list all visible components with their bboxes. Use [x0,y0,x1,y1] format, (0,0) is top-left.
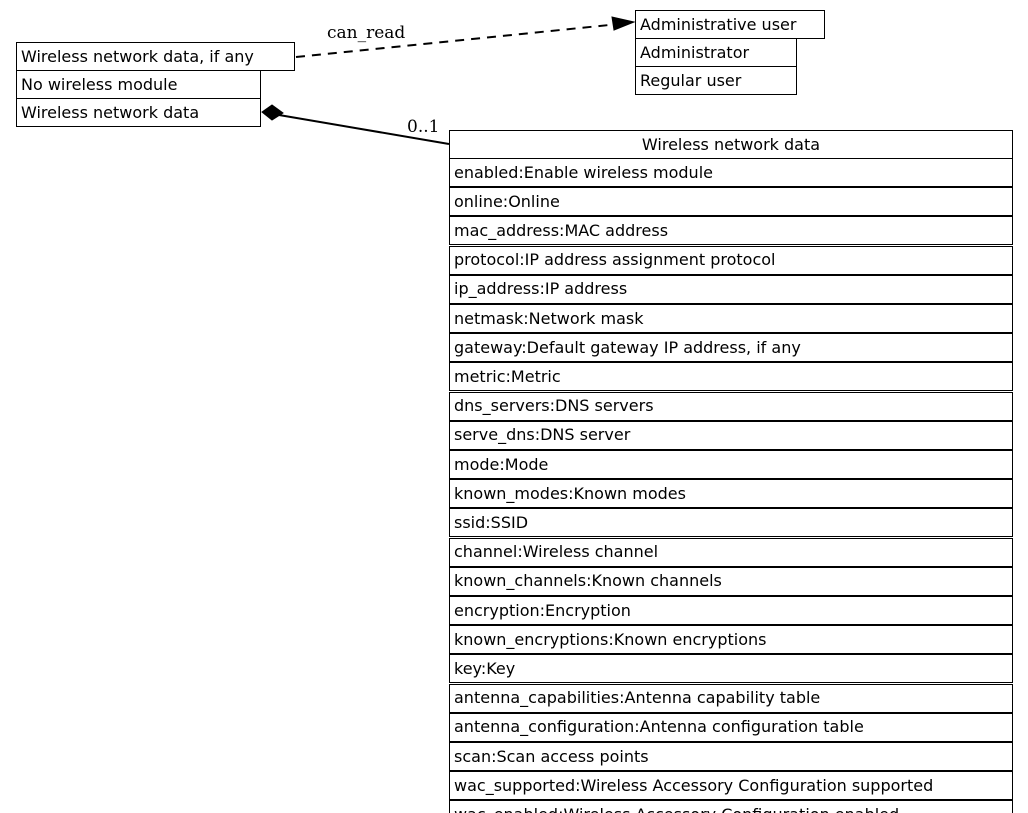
class-attribute-label: serve_dns:DNS server [454,425,631,445]
composition-diamond [261,104,284,121]
class-row-no-wireless-module[interactable]: No wireless module [16,70,261,99]
class-attribute-row[interactable]: dns_servers:DNS servers [449,391,1013,421]
class-attribute-label: antenna_configuration:Antenna configurat… [454,717,864,737]
class-row-regular-user[interactable]: Regular user [635,66,797,95]
class-attribute-row[interactable]: wac_supported:Wireless Accessory Configu… [449,771,1013,801]
class-attribute-label: key:Key [454,658,516,678]
can-read-arrowhead [611,16,636,31]
class-attribute-row[interactable]: serve_dns:DNS server [449,420,1013,450]
class-attribute-label: known_modes:Known modes [454,483,686,503]
class-attribute-row[interactable]: scan:Scan access points [449,742,1013,771]
class-attribute-row[interactable]: wac_enabled:Wireless Accessory Configura… [449,800,1013,813]
class-attribute-label: wac_enabled:Wireless Accessory Configura… [450,806,903,813]
edge-label-can-read: can_read [327,23,406,43]
class-row-label: Wireless network data [21,102,200,122]
class-row-label: No wireless module [21,74,178,94]
class-attribute-row[interactable]: encryption:Encryption [449,596,1013,625]
class-attribute-label: ssid:SSID [454,512,529,532]
class-attribute-row[interactable]: ssid:SSID [449,508,1013,538]
class-row-label: Administrator [640,42,750,62]
class-header-label: Wireless network data, if any [21,46,254,66]
class-attribute-row[interactable]: metric:Metric [449,362,1013,392]
class-attribute-label: ip_address:IP address [454,279,628,299]
edge-label-multiplicity: 0..1 [407,117,440,137]
class-attribute-row[interactable]: protocol:IP address assignment protocol [449,245,1013,275]
class-attribute-label: mac_address:MAC address [454,220,669,240]
class-attribute-row[interactable]: known_modes:Known modes [449,479,1013,509]
class-header-label: Administrative user [640,14,797,34]
class-attribute-label: metric:Metric [454,366,561,386]
class-header-label: Wireless network data [641,134,821,154]
class-header-administrative-user[interactable]: Administrative user [635,10,825,39]
class-attribute-label: channel:Wireless channel [454,542,659,562]
class-attribute-row[interactable]: antenna_configuration:Antenna configurat… [449,712,1013,742]
class-attribute-row[interactable]: known_encryptions:Known encryptions [449,625,1013,655]
class-attribute-row[interactable]: channel:Wireless channel [449,537,1013,567]
class-attribute-label: gateway:Default gateway IP address, if a… [454,337,801,357]
class-attribute-label: mode:Mode [454,454,549,474]
class-attribute-row[interactable]: known_channels:Known channels [449,566,1013,596]
class-attribute-row[interactable]: enabled:Enable wireless module [449,158,1013,187]
class-attribute-label: protocol:IP address assignment protocol [454,250,776,270]
class-row-wireless-network-data[interactable]: Wireless network data [16,98,261,127]
class-attribute-label: dns_servers:DNS servers [454,396,654,416]
class-attribute-row[interactable]: ip_address:IP address [449,274,1013,304]
class-attribute-label: online:Online [454,191,560,211]
class-attribute-row[interactable]: key:Key [449,654,1013,684]
class-header-wireless-network-data-if-any[interactable]: Wireless network data, if any [16,42,295,71]
class-attribute-row[interactable]: netmask:Network mask [449,304,1013,333]
class-attribute-label: encryption:Encryption [454,600,631,620]
class-attribute-row[interactable]: gateway:Default gateway IP address, if a… [449,333,1013,363]
class-row-administrator[interactable]: Administrator [635,38,797,67]
class-header-wireless-network-data[interactable]: Wireless network data [449,130,1013,159]
class-attribute-label: antenna_capabilities:Antenna capability … [454,688,821,708]
class-attribute-label: known_channels:Known channels [454,571,722,591]
class-attribute-label: wac_supported:Wireless Accessory Configu… [454,775,934,795]
class-attribute-label: known_encryptions:Known encryptions [454,629,767,649]
class-attribute-row[interactable]: mac_address:MAC address [449,216,1013,246]
class-attribute-row[interactable]: mode:Mode [449,450,1013,479]
class-attribute-label: enabled:Enable wireless module [454,162,713,182]
class-attribute-row[interactable]: online:Online [449,187,1013,217]
class-attribute-label: scan:Scan access points [454,746,649,766]
class-row-label: Regular user [640,70,742,90]
class-attribute-row[interactable]: antenna_capabilities:Antenna capability … [449,683,1013,713]
class-attribute-label: netmask:Network mask [454,308,644,328]
